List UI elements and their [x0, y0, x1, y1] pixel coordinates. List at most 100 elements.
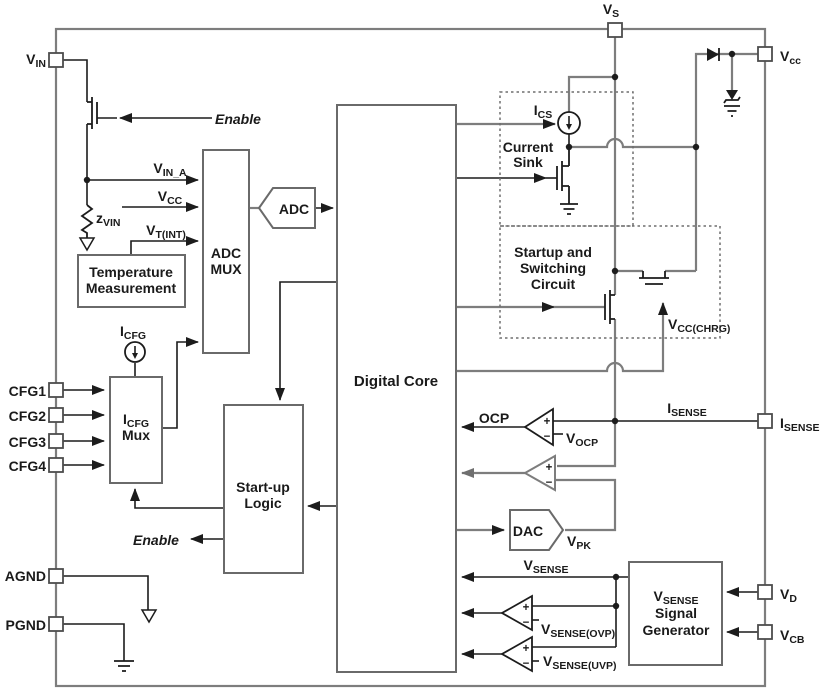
junction-vcc	[728, 50, 736, 58]
vsense-signal-generator-block	[628, 561, 723, 666]
wire-icfgmux-to-adcmux	[162, 337, 199, 429]
startup-switching-label-3: Circuit	[531, 276, 576, 292]
icfg-source-arrowhead	[132, 353, 138, 359]
vocp-label: VOCP	[566, 430, 598, 449]
temperature-label-2: Measurement	[86, 280, 177, 296]
vpk-label: VPK	[567, 533, 591, 552]
pin-label-cfg2: CFG2	[9, 408, 47, 424]
pin-label-pgnd: PGND	[6, 617, 46, 633]
blocks	[77, 104, 723, 673]
pin-cfg4	[48, 457, 64, 473]
digital-core-block	[336, 104, 457, 673]
vsense-wire-label: VSENSE	[524, 557, 569, 576]
icfg-mux-block	[109, 376, 163, 484]
earth-ground-icon-pgnd	[114, 660, 134, 672]
junction-dots	[83, 50, 736, 610]
vsense-ovp-label: VSENSE(OVP)	[541, 621, 615, 640]
pin-vin	[48, 52, 64, 68]
ocp-minus-sign: −	[544, 431, 551, 443]
zvin-label: zVIN	[96, 210, 121, 229]
startup-switching-box	[499, 225, 721, 339]
vsense-uvp-label: VSENSE(UVP)	[543, 653, 617, 672]
wire-right-rail-to-vcc-pin	[694, 52, 758, 271]
pin-label-vcb: VCB	[780, 627, 805, 646]
ovp-minus-sign: −	[523, 617, 530, 629]
pin-cfg2	[48, 407, 64, 423]
startup-logic-label-2: Logic	[244, 495, 282, 511]
pin-agnd	[48, 568, 64, 584]
adc-mux-label-1: ADC	[211, 245, 241, 261]
adc-mux-block	[202, 149, 250, 354]
wire-vcc-chrg	[456, 302, 668, 373]
junction-vin	[83, 176, 91, 184]
peak-plus-sign: +	[546, 462, 553, 474]
icfg-mux-label-2: Mux	[122, 427, 150, 443]
zener-diode-icon	[723, 90, 741, 117]
vt-int-label: VT(INT)	[146, 222, 186, 241]
junction-vsense	[612, 573, 620, 581]
icfg-current-source-icon	[124, 341, 146, 363]
wire-pgnd	[63, 623, 125, 661]
zvin-resistor-icon	[80, 204, 94, 238]
pin-label-vin: VIN	[26, 51, 46, 70]
pin-label-cfg1: CFG1	[9, 383, 47, 399]
ovp-comparator	[500, 594, 533, 632]
temperature-measurement-block	[77, 254, 186, 308]
icfg-mux-label-1: ICFG	[123, 411, 149, 430]
ocp-comparator	[523, 407, 554, 447]
startup-logic-label-1: Start-up	[236, 479, 290, 495]
icfg-label: ICFG	[120, 323, 146, 342]
wire-comp2-minus-to-dac	[555, 478, 617, 532]
pin-cfg3	[48, 433, 64, 449]
earth-ground-icon-zener	[724, 105, 740, 117]
vin-a-label: VIN_A	[153, 160, 187, 179]
ics-source-arrowhead	[566, 124, 572, 130]
ics-label: ICS	[534, 102, 552, 121]
junction-sink	[565, 143, 573, 151]
pin-vcc	[757, 46, 773, 62]
pin-label-agnd: AGND	[5, 568, 46, 584]
current-sink-box	[499, 91, 634, 227]
uvp-minus-sign: −	[523, 658, 530, 670]
vsg-label-2: Signal	[655, 605, 697, 621]
pin-label-isense: ISENSE	[780, 415, 820, 434]
wire-branch-to-current-sink	[567, 75, 615, 112]
pin-pgnd	[48, 616, 64, 632]
vcc-diode-icon	[707, 48, 720, 61]
wire-vs-to-comp2-plus	[557, 319, 617, 468]
digital-core-label: Digital Core	[354, 373, 438, 390]
pin-vd	[757, 584, 773, 600]
isense-wire-label: ISENSE	[667, 400, 707, 419]
enable-bottom-label: Enable	[133, 532, 179, 548]
chip-outline	[54, 27, 767, 688]
vcc-chrg-label: VCC(CHRG)	[668, 316, 730, 335]
temperature-label-1: Temperature	[89, 264, 173, 280]
vin-mosfet-icon	[87, 97, 98, 129]
uvp-plus-sign: +	[523, 643, 530, 655]
peak-comparator	[522, 454, 556, 492]
junction-vs-top	[611, 73, 619, 81]
adc-mux-label-2: MUX	[210, 261, 242, 277]
dac-block	[509, 509, 565, 551]
labels: VIN VS Vcc CFG1 CFG2 CFG3 CFG4 AGND PGND…	[5, 1, 820, 672]
wire-core-to-startup-logic-top	[275, 281, 337, 401]
adc-label: ADC	[279, 201, 309, 217]
vsg-label-1: VSENSE	[654, 588, 699, 607]
pin-label-vcc: Vcc	[780, 48, 801, 67]
startup-pmos-icon	[639, 271, 669, 285]
wire-vt-int	[130, 236, 199, 255]
ocp-label: OCP	[479, 410, 509, 426]
startup-logic-block	[223, 404, 304, 574]
earth-ground-icon-sink	[560, 203, 578, 215]
vcc-int-label: VCC	[158, 188, 183, 207]
current-sink-label-1: Current	[503, 139, 554, 155]
enable-top-label: Enable	[215, 111, 261, 127]
pin-vs	[607, 22, 623, 38]
dac-label: DAC	[513, 523, 543, 539]
junction-isense	[611, 417, 619, 425]
pin-isense	[757, 413, 773, 429]
signal-wires	[63, 59, 758, 662]
wire-vin-to-fet	[63, 59, 88, 102]
wire-agnd	[63, 575, 149, 610]
